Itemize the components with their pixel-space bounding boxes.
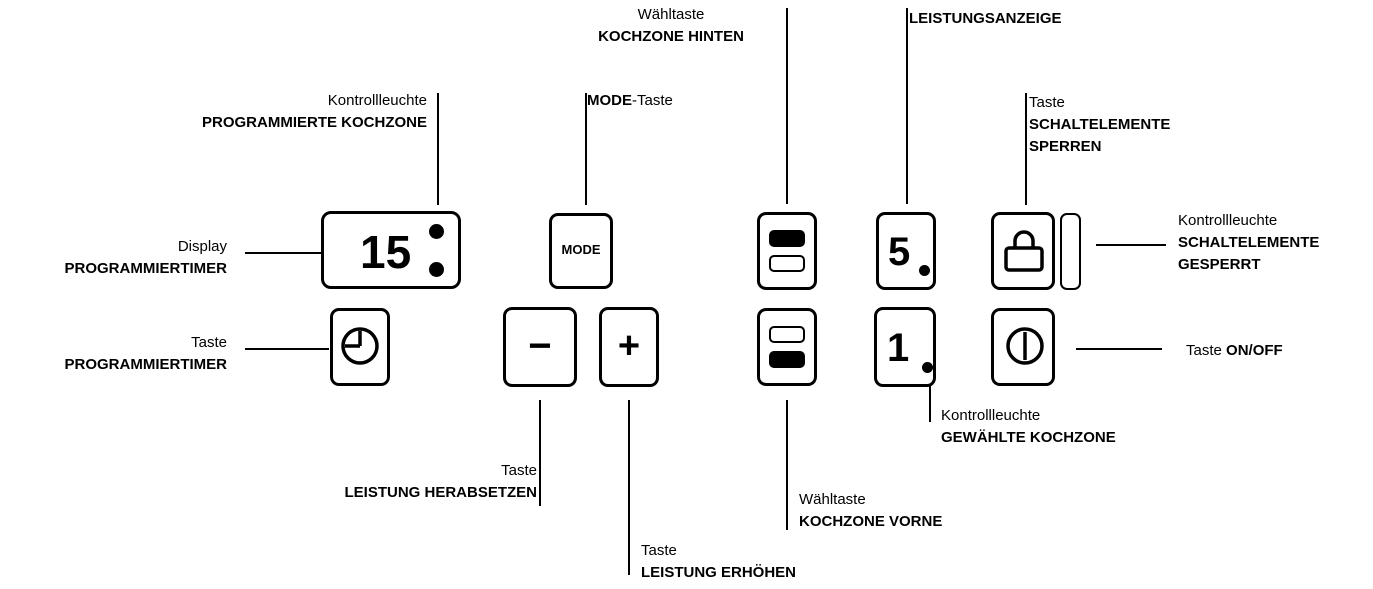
label-timer-key-line1: Taste [191, 334, 227, 351]
timer-display-digits: 15 [360, 226, 412, 278]
label-programmed-zone-line2: PROGRAMMIERTE KOCHZONE [202, 114, 427, 131]
label-onoff-bold: ON/OFF [1226, 342, 1283, 359]
label-locked-line3: GESPERRT [1178, 256, 1261, 273]
minus-icon: − [528, 324, 552, 368]
label-locked-line1: Kontrollleuchte [1178, 212, 1278, 229]
leader-lock [1025, 93, 1027, 205]
selector-front-button[interactable] [757, 308, 817, 386]
selector-back-button[interactable] [757, 212, 817, 290]
label-increase-key: Taste LEISTUNG ERHÖHEN [641, 540, 796, 584]
label-selector-back-line2: KOCHZONE HINTEN [598, 28, 744, 45]
decrease-button[interactable]: − [503, 307, 577, 387]
leader-mode [585, 93, 587, 205]
label-selector-back: Wähltaste KOCHZONE HINTEN [556, 4, 786, 48]
lock-button[interactable] [991, 212, 1055, 290]
label-selector-back-line1: Wähltaste [637, 6, 705, 23]
leader-power-display [906, 8, 908, 204]
label-increase-line2: LEISTUNG ERHÖHEN [641, 564, 797, 581]
power-level-back: 5 [888, 230, 911, 274]
label-locked-light: Kontrollleuchte SCHALTELEMENTE GESPERRT [1178, 210, 1319, 276]
selected-zone-light [922, 362, 933, 373]
label-mode-key: MODE-Taste [587, 90, 673, 112]
plus-icon: + [617, 325, 641, 367]
zone-front-indicator-empty [769, 326, 805, 343]
label-lock-key: Taste SCHALTELEMENTE SPERREN [1029, 92, 1170, 158]
label-selected-zone-line2: GEWÄHLTE KOCHZONE [941, 429, 1116, 446]
leader-selector-back [786, 8, 788, 204]
leader-selected-zone [929, 374, 931, 422]
zone-front-indicator-filled [769, 351, 805, 368]
label-lock-line1: Taste [1029, 94, 1065, 111]
increase-button[interactable]: + [599, 307, 659, 387]
programmed-zone-light-bottom [429, 262, 444, 277]
leader-decrease [539, 400, 541, 506]
label-decrease-line1: Taste [501, 462, 537, 479]
power-level-front: 1 [887, 326, 910, 370]
label-decrease-line2: LEISTUNG HERABSETZEN [344, 484, 537, 501]
label-mode-bold: MODE [587, 92, 632, 109]
label-selector-front-line1: Wähltaste [799, 491, 866, 508]
label-timer-key: Taste PROGRAMMIERTIMER [0, 332, 228, 376]
programmed-zone-light-top [429, 224, 444, 239]
label-lock-line3: SPERREN [1029, 138, 1102, 155]
leader-increase [628, 400, 630, 575]
clock-icon [341, 327, 379, 365]
timer-button[interactable] [330, 308, 390, 386]
padlock-icon [1004, 230, 1044, 272]
label-timer-key-line2: PROGRAMMIERTIMER [64, 356, 228, 373]
label-selector-front-line2: KOCHZONE VORNE [799, 513, 943, 530]
label-increase-line1: Taste [641, 542, 677, 559]
power-dot-back [919, 265, 930, 276]
label-mode-suffix: -Taste [632, 92, 673, 109]
locked-indicator-light [1060, 213, 1081, 290]
label-programmed-zone-line1: Kontrollleuchte [327, 92, 427, 109]
label-locked-line2: SCHALTELEMENTE [1178, 234, 1320, 251]
leader-timer-key [245, 348, 329, 350]
label-onoff-prefix: Taste [1186, 342, 1227, 359]
leader-timer-display [245, 252, 321, 254]
power-icon [1006, 327, 1044, 365]
label-onoff-key: Taste ON/OFF [1186, 340, 1283, 362]
leader-programmed-zone [437, 93, 439, 205]
label-programmed-zone-light: Kontrollleuchte PROGRAMMIERTE KOCHZONE [100, 90, 427, 134]
label-timer-display-line2: PROGRAMMIERTIMER [64, 260, 228, 277]
label-selector-front: Wähltaste KOCHZONE VORNE [799, 489, 942, 533]
mode-button-label: MODE [561, 242, 601, 257]
power-display-front: 1 [874, 307, 936, 387]
label-decrease-key: Taste LEISTUNG HERABSETZEN [200, 460, 537, 504]
label-power-display-text: LEISTUNGSANZEIGE [909, 10, 1062, 27]
leader-onoff [1076, 348, 1162, 350]
leader-selector-front [786, 400, 788, 530]
label-timer-display: Display PROGRAMMIERTIMER [0, 236, 228, 280]
onoff-button[interactable] [991, 308, 1055, 386]
mode-button[interactable]: MODE [549, 213, 613, 289]
zone-back-indicator-empty [769, 255, 805, 272]
timer-display: 15 [321, 211, 461, 289]
label-selected-zone-light: Kontrollleuchte GEWÄHLTE KOCHZONE [941, 405, 1116, 449]
label-lock-line2: SCHALTELEMENTE [1029, 116, 1171, 133]
zone-back-indicator-filled [769, 230, 805, 247]
label-power-display: LEISTUNGSANZEIGE [909, 8, 1062, 30]
label-selected-zone-line1: Kontrollleuchte [941, 407, 1041, 424]
label-timer-display-line1: Display [177, 238, 227, 255]
power-display-back: 5 [876, 212, 936, 290]
leader-locked-light [1096, 244, 1166, 246]
